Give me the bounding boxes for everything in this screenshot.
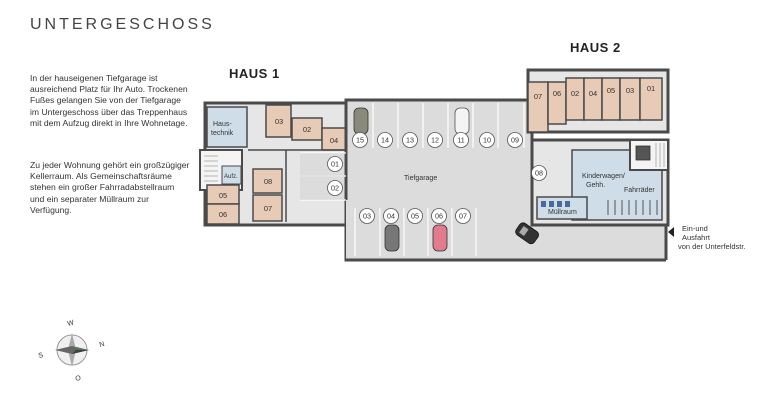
- exit-note-line: Ausfahrt: [682, 233, 710, 242]
- parking-spot-number: 14: [381, 136, 389, 145]
- parking-spot-marker: [427, 132, 443, 148]
- haus2-building: [526, 68, 670, 227]
- parking-spot-marker: [407, 208, 423, 224]
- exit-note-line: von der Unterfeldstr.: [678, 242, 746, 251]
- exit-note-line: Ein-und: [682, 224, 708, 233]
- kinderwagen-label: Kinderwagen/: [582, 173, 625, 180]
- haus1-cellar: 06: [219, 210, 227, 219]
- haus1-cellar: 05: [219, 191, 227, 200]
- parking-spot-marker: [383, 208, 399, 224]
- parking-spot-number: 08: [535, 169, 543, 178]
- parking-spot-marker: [455, 208, 471, 224]
- parking-spot-number: 13: [406, 136, 414, 145]
- haustechnik-label: Haus-: [213, 121, 232, 128]
- haus2-cellar: 04: [589, 89, 597, 98]
- parking-spot-marker: [327, 156, 343, 172]
- parking-spot-marker: [327, 180, 343, 196]
- parking-spot-marker: [359, 208, 375, 224]
- haus1-building: [199, 101, 350, 227]
- parking-spot-number: 05: [411, 212, 419, 221]
- fahrraeder-label: Fahrräder: [624, 187, 655, 194]
- garage-area: [300, 98, 668, 262]
- compass-s-label: O: [75, 375, 83, 383]
- parking-spot-number: 04: [387, 212, 395, 221]
- parking-spot-number: 10: [483, 136, 491, 145]
- haus1-cellar: 02: [303, 125, 311, 134]
- muellraum-label: Müllraum: [548, 209, 577, 216]
- parked-car-icon: [432, 224, 448, 252]
- parking-spot-number: 07: [459, 212, 467, 221]
- description-paragraph-2: Zu jeder Wohnung gehört ein großzügiger …: [30, 160, 190, 215]
- parking-spot-marker: [352, 132, 368, 148]
- page-title: UNTERGESCHOSS: [30, 16, 215, 33]
- parking-spot-marker: [453, 132, 469, 148]
- parking-numbers: 15 14 13 12 11 10 09 03 04 05 06 07 01 02 08: [327, 132, 547, 224]
- parking-spot-marker: [531, 165, 547, 181]
- haus1-cellar: 04: [330, 136, 338, 145]
- compass-n-label: W: [67, 319, 76, 328]
- parking-spot-marker: [377, 132, 393, 148]
- haus1-label: HAUS 1: [229, 66, 280, 81]
- exit-arrow-icon: [668, 227, 674, 237]
- parking-spot-marker: [507, 132, 523, 148]
- parking-spot-number: 01: [331, 160, 339, 169]
- exit-note: Ein-und Ausfahrt von der Unterfeldstr.: [678, 224, 758, 251]
- compass-icon: [55, 333, 89, 367]
- compass-e-label: N: [99, 341, 106, 349]
- parked-car-icon: [384, 224, 400, 252]
- haustechnik-label-2: technik: [211, 130, 234, 137]
- parking-spot-marker: [402, 132, 418, 148]
- garage-label: Tiefgarage: [404, 175, 437, 182]
- driving-car-icon: [515, 222, 539, 245]
- parking-spot-number: 03: [363, 212, 371, 221]
- parking-spot-number: 06: [435, 212, 443, 221]
- haus1-cellar: 03: [275, 117, 283, 126]
- haus1-cellar: 08: [264, 177, 272, 186]
- parking-spot-number: 15: [356, 136, 364, 145]
- haus2-cellar: 03: [626, 86, 634, 95]
- haus2-label: HAUS 2: [570, 40, 621, 55]
- parking-spot-number: 11: [457, 136, 464, 145]
- elevator-label: Aufz.: [224, 174, 238, 180]
- haus2-cellar: 01: [647, 84, 655, 93]
- haus2-cellar: 05: [607, 86, 615, 95]
- haus2-cellar: 07: [534, 92, 542, 101]
- parking-spot-number: 12: [431, 136, 439, 145]
- parking-spot-number: 02: [331, 184, 339, 193]
- description-paragraph-1: In der hauseigenen Tiefgarage ist ausrei…: [30, 73, 188, 128]
- parking-spot-marker: [431, 208, 447, 224]
- haus1-cellar: 07: [264, 204, 272, 213]
- kinderwagen-label-2: Gehh.: [586, 182, 605, 189]
- haus2-cellar: 02: [571, 89, 579, 98]
- parking-spot-number: 09: [511, 136, 519, 145]
- parking-spot-marker: [479, 132, 495, 148]
- compass-w-label: S: [38, 352, 45, 360]
- haus2-cellar: 06: [553, 89, 561, 98]
